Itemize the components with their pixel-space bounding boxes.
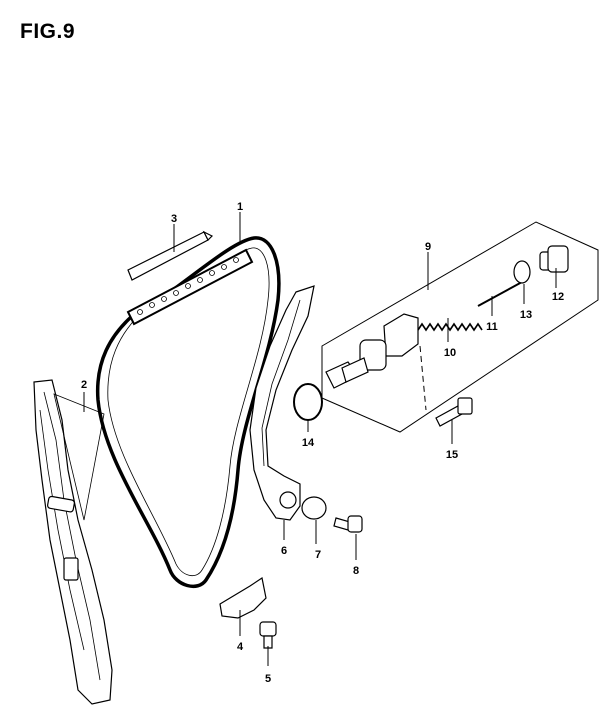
callout-12: 12: [552, 291, 564, 303]
callout-10: 10: [444, 347, 456, 359]
callout-6: 6: [281, 545, 287, 557]
leader-lines: [83, 212, 557, 666]
callout-9: 9: [425, 241, 431, 253]
callout-5: 5: [265, 673, 271, 685]
cam-chain-part: [95, 236, 281, 589]
callout-4: 4: [237, 641, 244, 653]
callout-11: 11: [486, 321, 498, 333]
figure-title: FIG.9: [20, 20, 76, 43]
callout-7: 7: [315, 549, 321, 561]
bolt-5-part: [259, 621, 277, 649]
chain-guide-part: [33, 379, 113, 705]
callout-13: 13: [520, 309, 532, 321]
dashed-guide-line: [419, 345, 427, 411]
washer-part: [513, 260, 531, 284]
collar-part: [301, 496, 327, 520]
callout-14: 14: [302, 437, 315, 449]
o-ring-part: [293, 383, 323, 421]
callout-1: 1: [237, 201, 243, 213]
bolt-15-part: [435, 397, 473, 427]
rod-part: [477, 281, 523, 307]
spring-part: [417, 322, 483, 332]
bracket-part: [219, 577, 267, 619]
callout-15: 15: [446, 449, 458, 461]
callout-3: 3: [171, 213, 177, 225]
guide-callout-wedge: [53, 393, 105, 521]
tensioner-body-part: [325, 313, 419, 389]
cap-bolt-part: [539, 245, 569, 273]
callout-2: 2: [81, 379, 87, 391]
bolt-8-part: [333, 515, 363, 533]
tensioner-guide-part: [249, 285, 315, 521]
callout-8: 8: [353, 565, 359, 577]
guide-plate-part: [127, 230, 214, 281]
